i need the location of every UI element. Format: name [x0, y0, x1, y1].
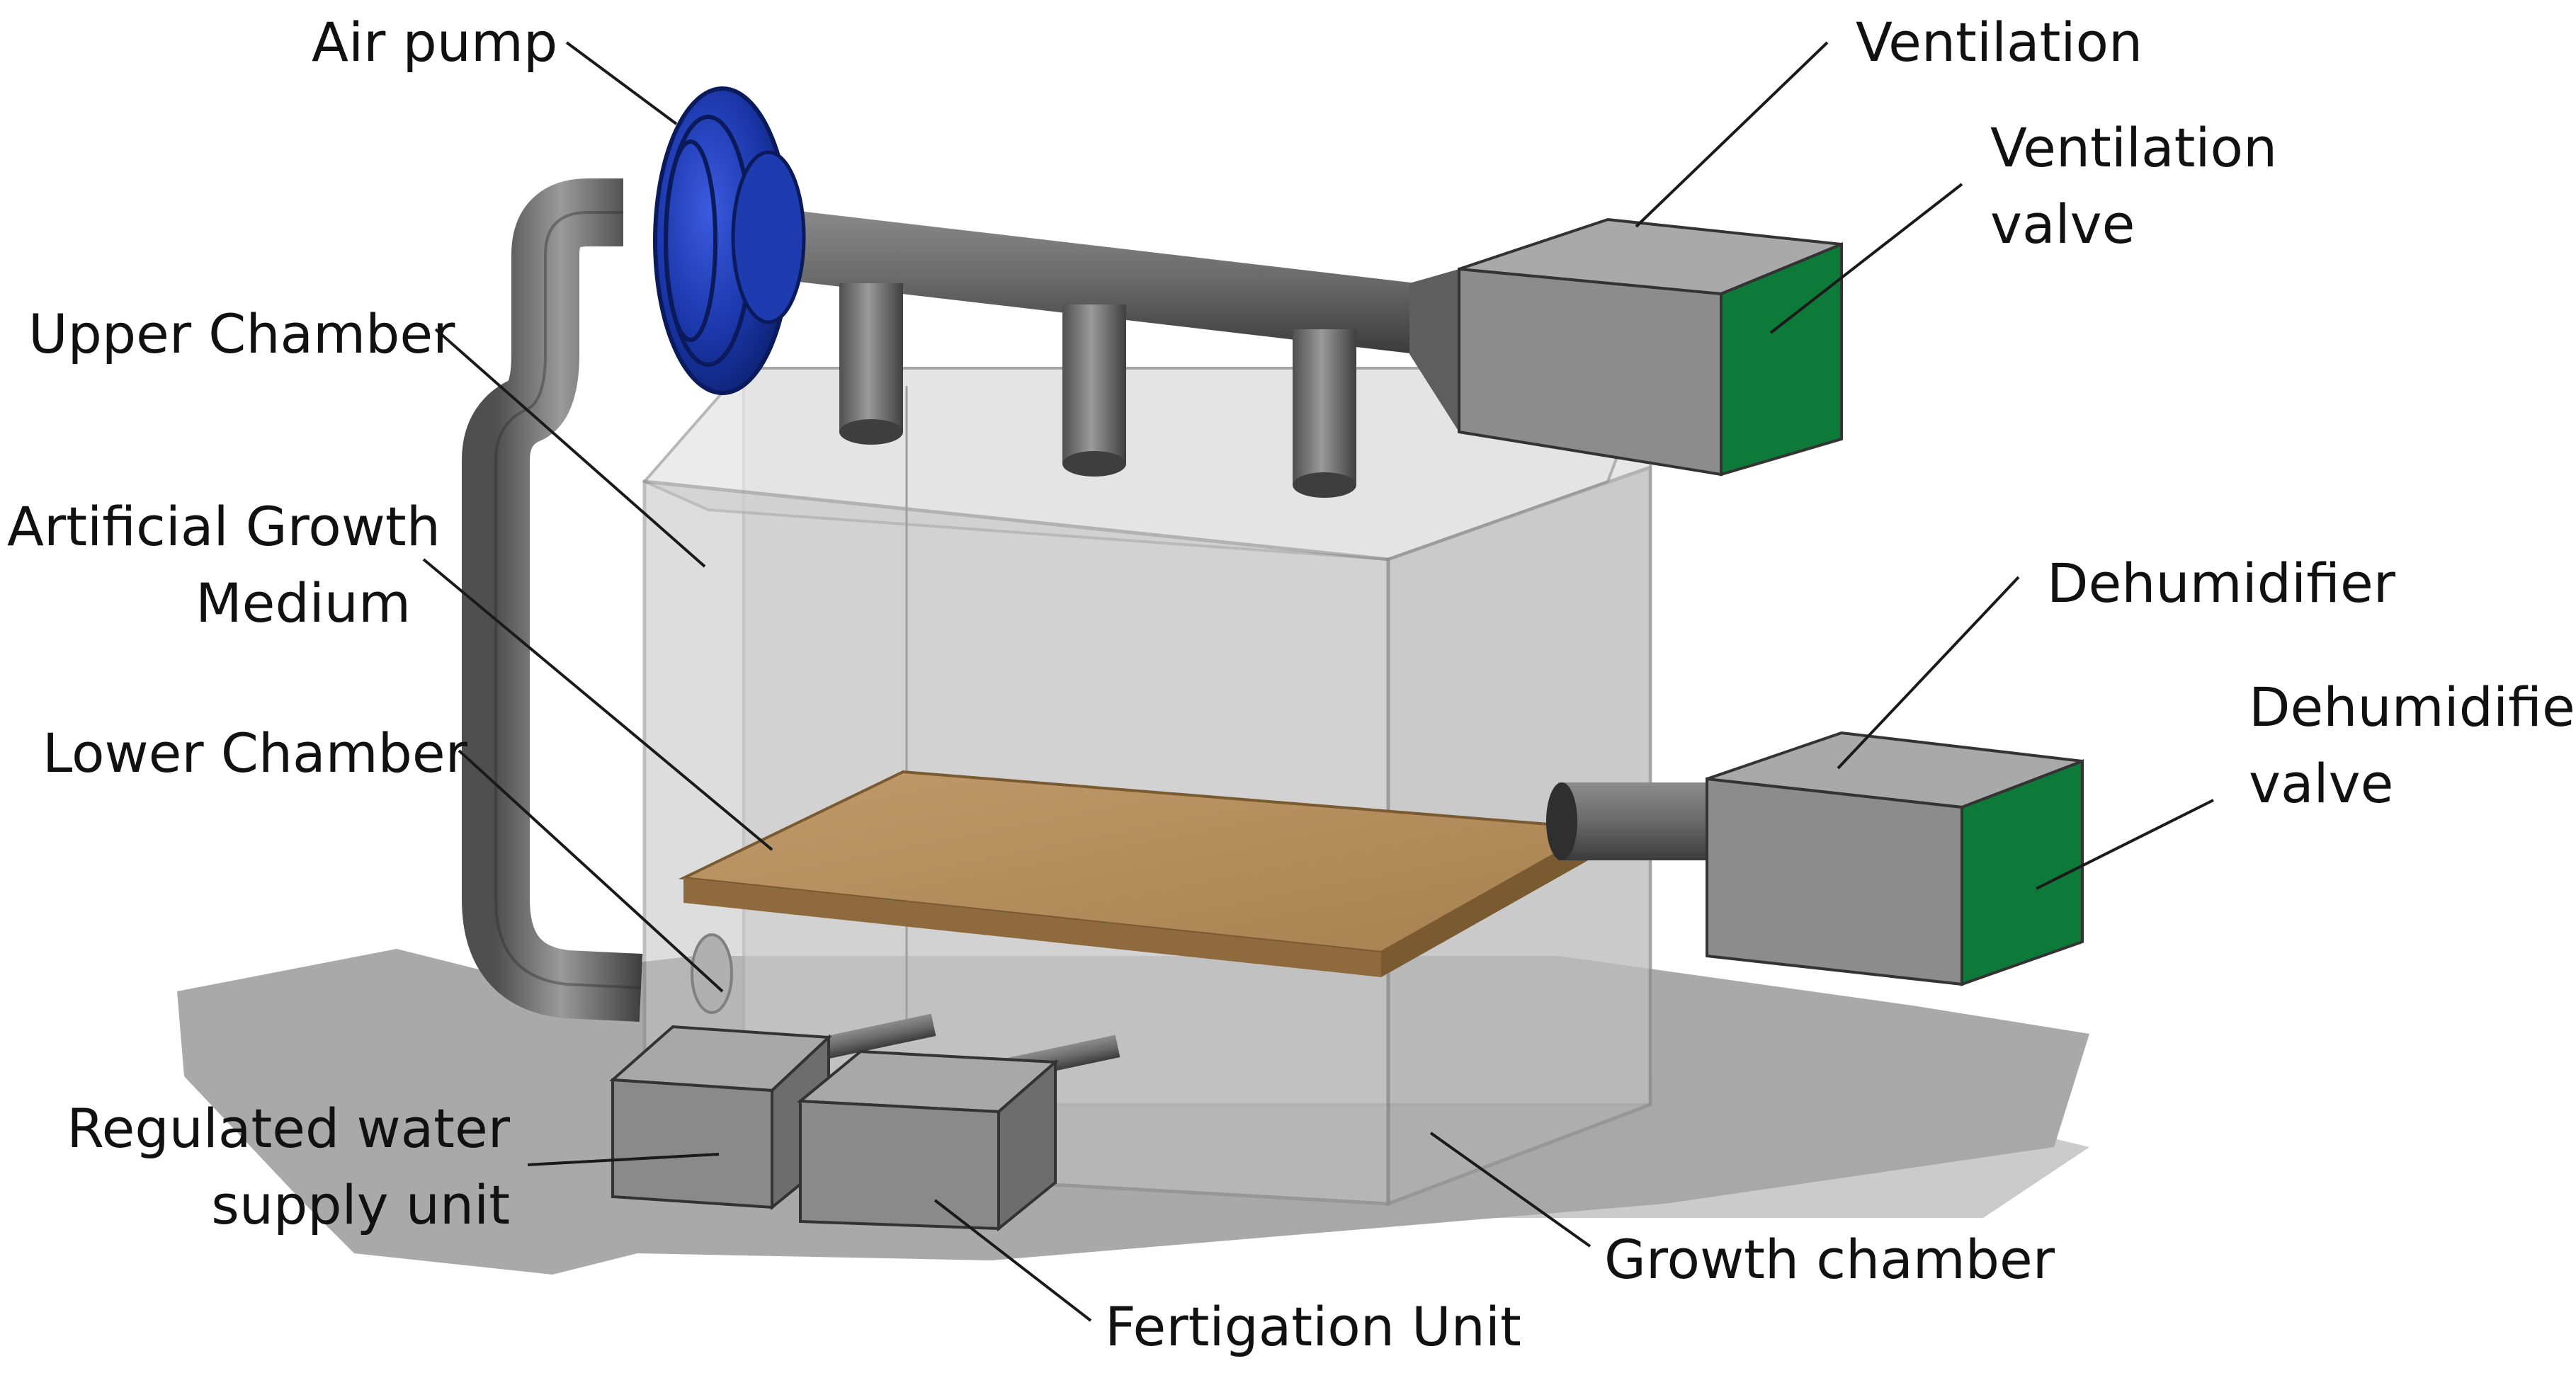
- label-water-supply-line2: supply unit: [211, 1173, 510, 1236]
- growth-medium-board: [678, 770, 1606, 977]
- leader-water-supply: [527, 1153, 720, 1166]
- leader-air-pump: [565, 41, 678, 125]
- leader-lower-chamber: [458, 749, 724, 993]
- leader-dehumidifier: [1837, 576, 2020, 770]
- label-fertigation-unit: Fertigation Unit: [1105, 1295, 1521, 1358]
- leader-growth-chamber: [1429, 1132, 1591, 1248]
- air-pump: [653, 86, 806, 395]
- label-regulated-water-supply-unit: Regulated water supply unit: [42, 1090, 510, 1243]
- label-dehumidifier: Dehumidifier: [2047, 552, 2395, 615]
- label-artificial-growth-medium: Artificial Growth Medium: [7, 489, 441, 642]
- leader-dehumidifier-valve: [2036, 799, 2214, 890]
- leader-ventilation: [1635, 41, 1829, 228]
- label-growth-medium-line2: Medium: [195, 571, 411, 634]
- label-dehumidifier-valve-line1: Dehumidifier: [2249, 676, 2576, 739]
- label-ventilation: Ventilation: [1856, 11, 2143, 74]
- label-growth-chamber: Growth chamber: [1604, 1228, 2055, 1291]
- label-air-pump: Air pump: [312, 11, 558, 74]
- fertigation-unit: [796, 1035, 1120, 1232]
- label-ventilation-valve-line2: valve: [1990, 193, 2135, 256]
- leader-lines: [422, 41, 2214, 1322]
- leader-fertigation: [934, 1199, 1092, 1322]
- label-ventilation-valve: Ventilation valve: [1990, 110, 2288, 263]
- label-growth-medium-line1: Artificial Growth: [7, 495, 441, 558]
- label-lower-chamber: Lower Chamber: [42, 722, 467, 785]
- leader-upper-chamber: [434, 328, 706, 568]
- label-water-supply-line1: Regulated water: [67, 1097, 510, 1160]
- leader-growth-medium: [422, 558, 773, 851]
- leader-ventilation-valve: [1769, 183, 1963, 334]
- label-ventilation-valve-line1: Ventilation: [1990, 116, 2278, 179]
- ventilation-box: [1458, 217, 1843, 477]
- air-return-pipe: [462, 178, 643, 1022]
- ventilation-header-pipe: [751, 205, 1459, 498]
- label-upper-chamber: Upper Chamber: [28, 302, 455, 365]
- label-dehumidifier-valve-line2: valve: [2249, 752, 2394, 815]
- dehumidifier-assembly: [1546, 731, 2084, 986]
- dehumidifier-valve-face: [1961, 759, 2084, 986]
- label-dehumidifier-valve: Dehumidifier valve: [2249, 669, 2576, 822]
